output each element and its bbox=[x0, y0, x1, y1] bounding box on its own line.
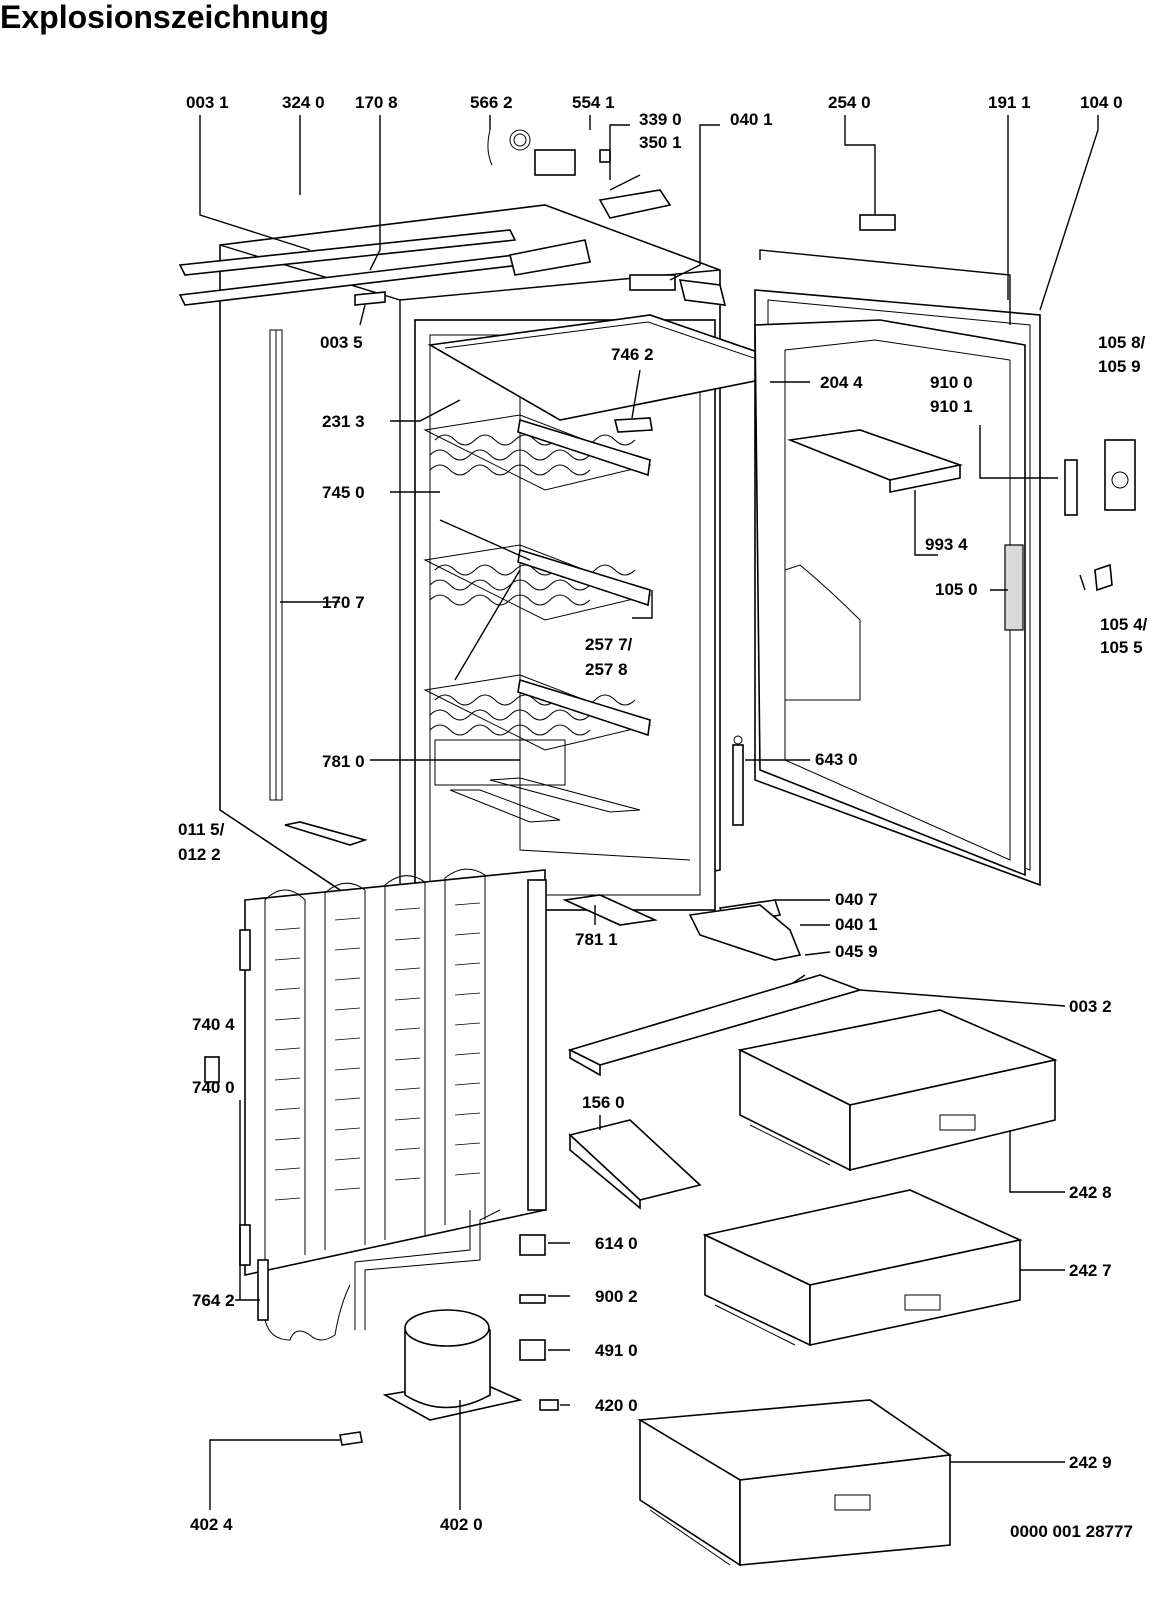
label-910-1: 910 1 bbox=[930, 397, 973, 416]
label-900-2: 900 2 bbox=[595, 1287, 638, 1306]
label-254-0: 254 0 bbox=[828, 93, 871, 112]
label-740-4: 740 4 bbox=[192, 1015, 235, 1034]
thermostat-parts bbox=[487, 129, 727, 306]
label-746-2: 746 2 bbox=[611, 345, 654, 364]
label-554-1: 554 1 bbox=[572, 93, 615, 112]
label-764-2: 764 2 bbox=[192, 1291, 235, 1310]
label-242-8: 242 8 bbox=[1069, 1183, 1112, 1202]
condenser bbox=[204, 868, 547, 1341]
label-402-0: 402 0 bbox=[440, 1515, 483, 1534]
part-labels: 003 1 324 0 170 8 566 2 554 1 339 0 350 … bbox=[178, 93, 1148, 1541]
bottom-hinge-parts bbox=[688, 899, 806, 986]
label-104-0: 104 0 bbox=[1080, 93, 1123, 112]
floor-plates bbox=[284, 777, 658, 926]
label-003-1: 003 1 bbox=[186, 93, 229, 112]
label-740-0: 740 0 bbox=[192, 1078, 235, 1097]
label-566-2: 566 2 bbox=[470, 93, 513, 112]
label-350-1: 350 1 bbox=[639, 133, 682, 152]
leader-lines bbox=[199, 115, 1099, 1510]
label-105-9: 105 9 bbox=[1098, 357, 1141, 376]
label-643-0: 643 0 bbox=[815, 750, 858, 769]
label-231-3: 231 3 bbox=[322, 412, 365, 431]
label-491-0: 491 0 bbox=[595, 1341, 638, 1360]
ice-tray bbox=[568, 1119, 702, 1210]
label-170-7: 170 7 bbox=[322, 593, 365, 612]
top-rails bbox=[178, 229, 522, 306]
label-003-2: 003 2 bbox=[1069, 997, 1112, 1016]
label-040-1-top: 040 1 bbox=[730, 110, 773, 129]
label-910-0: 910 0 bbox=[930, 373, 973, 392]
document-number: 0000 001 28777 bbox=[1010, 1522, 1133, 1541]
label-040-7: 040 7 bbox=[835, 890, 878, 909]
drawer-middle bbox=[702, 1189, 1023, 1347]
glass-shelf bbox=[427, 314, 814, 433]
label-105-4: 105 4/ bbox=[1100, 615, 1148, 634]
cabinet-body bbox=[219, 204, 721, 931]
label-204-4: 204 4 bbox=[820, 373, 863, 392]
diagram-title: Explosionszeichnung bbox=[0, 0, 329, 35]
label-781-1: 781 1 bbox=[575, 930, 618, 949]
label-011-5: 011 5/ bbox=[178, 820, 225, 839]
label-012-2: 012 2 bbox=[178, 845, 221, 864]
label-242-9: 242 9 bbox=[1069, 1453, 1112, 1472]
label-003-5: 003 5 bbox=[320, 333, 363, 352]
electrical-parts bbox=[519, 1234, 559, 1411]
compressor bbox=[339, 1209, 523, 1446]
label-781-0: 781 0 bbox=[322, 752, 365, 771]
label-339-0: 339 0 bbox=[639, 110, 682, 129]
drawer-upper bbox=[737, 1009, 1058, 1172]
label-156-0: 156 0 bbox=[582, 1093, 625, 1112]
label-402-4: 402 4 bbox=[190, 1515, 233, 1534]
label-242-7: 242 7 bbox=[1069, 1261, 1112, 1280]
label-420-0: 420 0 bbox=[595, 1396, 638, 1415]
drawer-lower bbox=[637, 1399, 953, 1567]
label-040-1-bottom: 040 1 bbox=[835, 915, 878, 934]
label-614-0: 614 0 bbox=[595, 1234, 638, 1253]
label-170-8: 170 8 bbox=[355, 93, 398, 112]
label-257-8: 257 8 bbox=[585, 660, 628, 679]
label-105-0: 105 0 bbox=[935, 580, 978, 599]
label-993-4: 993 4 bbox=[925, 535, 968, 554]
label-745-0: 745 0 bbox=[322, 483, 365, 502]
label-257-7: 257 7/ bbox=[585, 635, 633, 654]
label-191-1: 191 1 bbox=[988, 93, 1031, 112]
label-045-9: 045 9 bbox=[835, 942, 878, 961]
wire-shelves bbox=[423, 414, 652, 786]
label-105-5: 105 5 bbox=[1100, 638, 1143, 657]
door bbox=[732, 249, 1136, 887]
label-324-0: 324 0 bbox=[282, 93, 325, 112]
label-105-8: 105 8/ bbox=[1098, 333, 1146, 352]
